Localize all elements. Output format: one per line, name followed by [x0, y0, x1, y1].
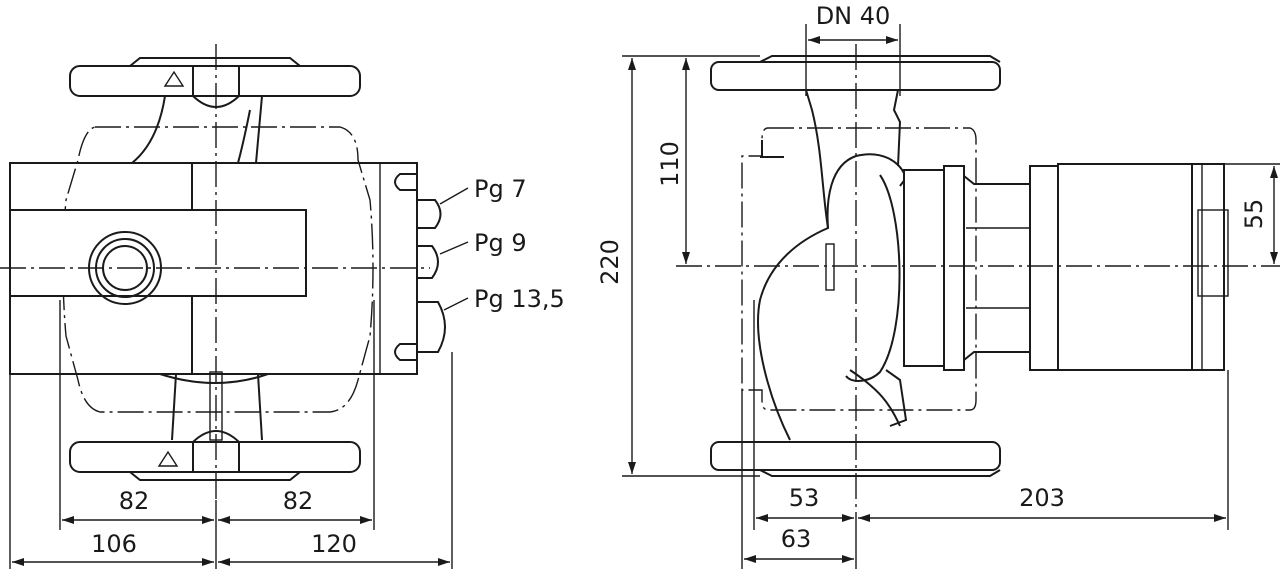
endcap-plate — [1197, 209, 1229, 297]
impeller-curve — [845, 174, 901, 382]
leader-pg7 — [439, 187, 469, 205]
top-flange-rim — [129, 57, 301, 67]
impeller-slot — [825, 243, 835, 291]
top-flange — [69, 65, 361, 97]
bottom-neck-curve — [159, 373, 269, 384]
dim-63: 63 — [781, 525, 812, 553]
volute-bottom-lip — [885, 369, 908, 427]
dim-106: 106 — [91, 530, 137, 558]
bottom-neck — [192, 430, 240, 472]
dim-82-right: 82 — [283, 487, 314, 515]
motor-flange — [903, 169, 945, 367]
side-top-flange-rim — [759, 55, 1001, 63]
bottom-flange-rim — [129, 471, 301, 481]
volute-right-neck — [892, 89, 902, 167]
flow-triangle-bottom-icon — [157, 450, 179, 467]
dim-53: 53 — [789, 484, 820, 512]
volute-bottom-right — [849, 369, 901, 427]
volute-left — [757, 89, 830, 441]
gland-slot-top — [394, 173, 417, 191]
gland-pg9 — [417, 245, 439, 279]
neck-curve-inner — [237, 109, 251, 164]
dim-55: 55 — [1240, 199, 1268, 230]
motor-body — [1057, 163, 1193, 371]
dim-120: 120 — [311, 530, 357, 558]
side-housing-outline — [741, 127, 977, 411]
neck-curve-left — [131, 95, 166, 164]
gland-pg135 — [417, 301, 446, 353]
label-pg7: Pg 7 — [474, 175, 527, 203]
flow-triangle-icon — [163, 70, 185, 87]
side-bottom-flange-rim — [759, 469, 1001, 477]
motor-stator — [963, 175, 1031, 361]
gland-slot-bottom — [394, 343, 417, 361]
label-dn40: DN 40 — [816, 2, 891, 30]
label-pg135: Pg 13,5 — [474, 285, 565, 313]
leader-pg135 — [443, 297, 469, 311]
dim-110: 110 — [656, 141, 684, 187]
motor-ring — [943, 165, 965, 371]
dim-82-left: 82 — [119, 487, 150, 515]
bottom-neck-left — [171, 373, 177, 441]
leader-pg9 — [439, 241, 469, 255]
gland-pg7 — [417, 199, 442, 229]
motor-collar — [1029, 165, 1059, 371]
dim-203: 203 — [1019, 484, 1065, 512]
front-view: Pg 7 Pg 9 Pg 13,5 82 82 106 120 — [0, 44, 565, 569]
dim-220: 220 — [596, 239, 624, 285]
bottom-neck-right — [257, 373, 263, 441]
bottom-flange — [69, 441, 361, 473]
pump-housing-outline — [62, 126, 374, 413]
neck-curve-right — [255, 95, 263, 164]
side-view: DN 40 220 110 55 53 63 203 — [596, 2, 1280, 569]
label-pg9: Pg 9 — [474, 229, 527, 257]
motor-endcap — [1191, 163, 1225, 371]
